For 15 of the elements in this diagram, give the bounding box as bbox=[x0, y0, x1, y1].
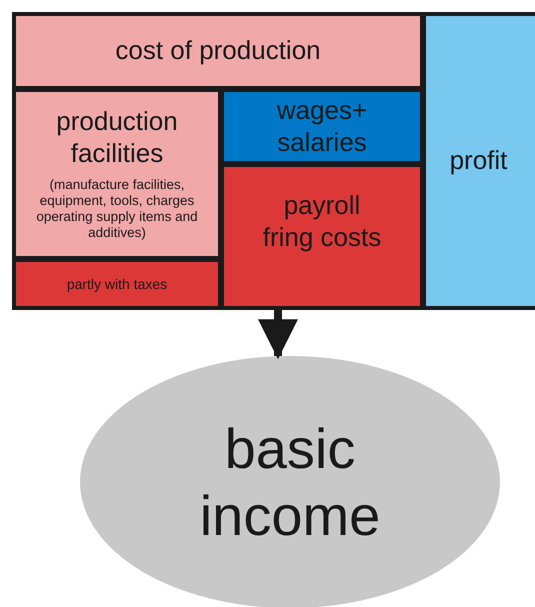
profit-box bbox=[422, 12, 535, 310]
node-label: profit bbox=[448, 145, 508, 177]
cost-box bbox=[220, 88, 424, 165]
node-label: wages+ salaries bbox=[276, 95, 368, 158]
arrow bbox=[258, 310, 298, 360]
node-label: basic income bbox=[198, 416, 382, 549]
cost-box bbox=[12, 88, 222, 260]
cost-box bbox=[12, 12, 424, 90]
node-label: cost of production bbox=[114, 35, 322, 67]
node-label: partly with taxes bbox=[66, 276, 168, 292]
cost-box bbox=[12, 258, 222, 310]
node-description: (manufacture facilities, equipment, tools, charges operating supply items and additives) bbox=[35, 176, 199, 242]
cost-box bbox=[220, 163, 424, 310]
node-label: production facilities bbox=[55, 106, 179, 169]
node-label: payroll fring costs bbox=[262, 190, 382, 253]
